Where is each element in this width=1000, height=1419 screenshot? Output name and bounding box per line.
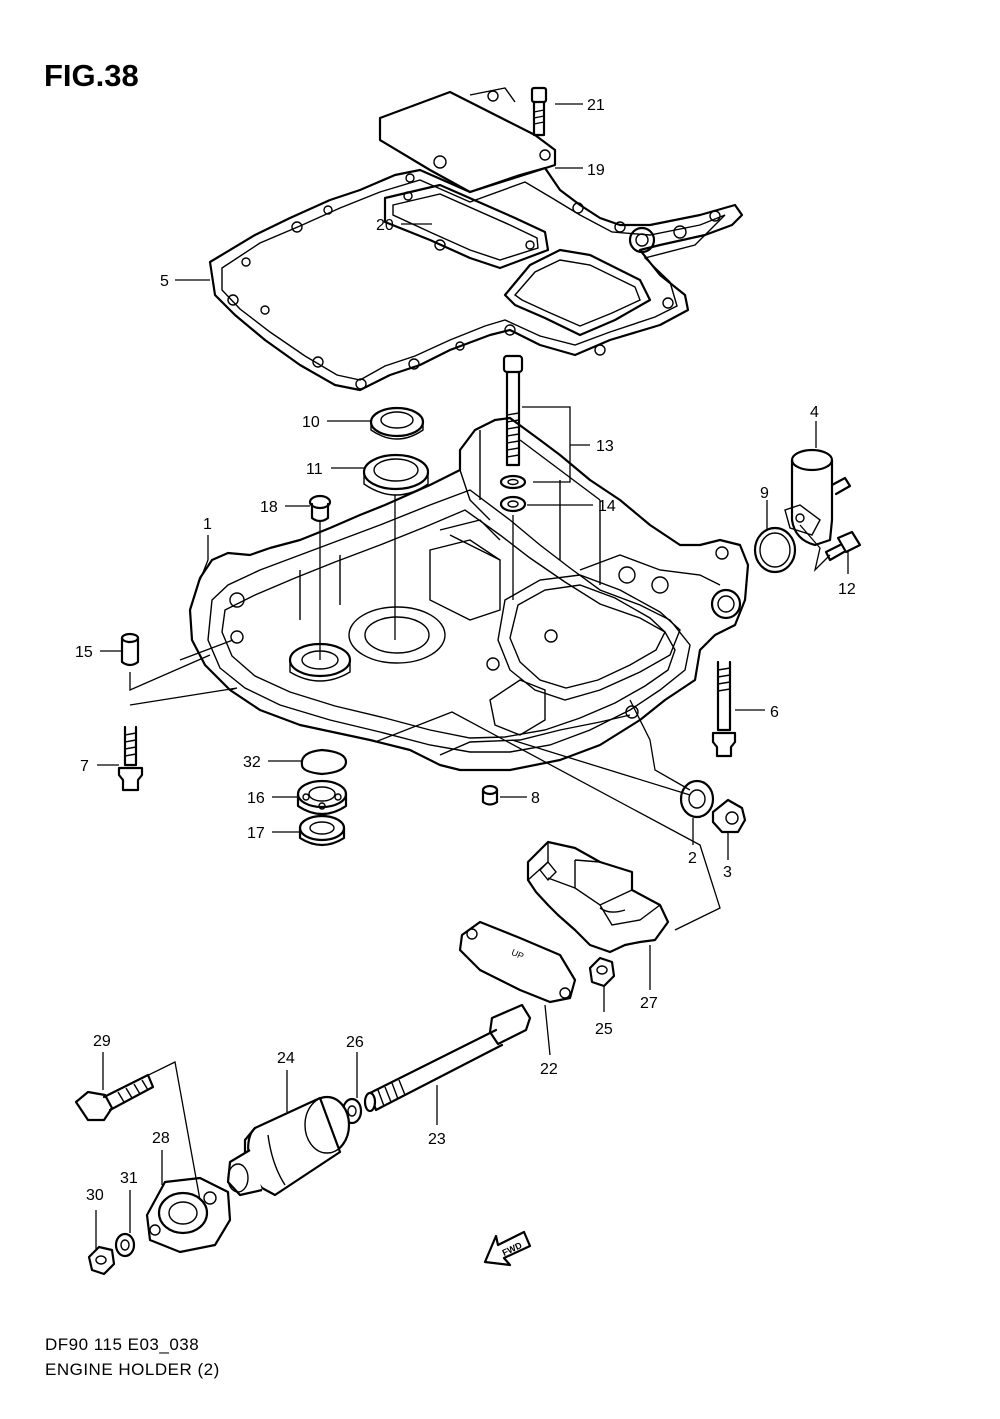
part-27-mount-bracket: [526, 840, 670, 954]
callout-14: 14: [598, 498, 616, 515]
callout-30: 30: [86, 1187, 104, 1204]
part-21-bolt: [530, 86, 548, 137]
part-17-seal: [298, 814, 346, 847]
part-22-gasket: [458, 920, 577, 1004]
part-28-mount-plate: [145, 1176, 232, 1254]
callout-11: 11: [306, 461, 323, 478]
callout-18: 18: [260, 499, 278, 516]
figure-title: FIG.38: [44, 58, 139, 93]
part-32-circlip: [300, 748, 348, 776]
part-11-oil-seal: [362, 453, 430, 496]
callout-13: 13: [596, 438, 614, 455]
callout-22: 22: [540, 1061, 558, 1078]
callout-19: 19: [587, 162, 605, 179]
callout-32: 32: [243, 754, 261, 771]
part-30-nut: [87, 1245, 116, 1276]
callout-10: 10: [302, 414, 320, 431]
part-9-o-ring: [753, 526, 797, 574]
part-19-cover-plate: [378, 87, 557, 194]
part-5-gasket: [208, 166, 744, 392]
callout-5: 5: [160, 273, 169, 290]
fwd-arrow-icon: FWD: [483, 1230, 532, 1267]
callout-28: 28: [152, 1130, 170, 1147]
part-6-bolt: [711, 660, 737, 758]
part-12-bolt: [824, 530, 862, 562]
part-25-nut: [588, 956, 616, 988]
part-3-drain-plug: [711, 798, 747, 834]
callout-24: 24: [277, 1050, 295, 1067]
part-31-washer: [114, 1232, 136, 1258]
callout-12: 12: [838, 581, 856, 598]
callout-31: 31: [120, 1170, 138, 1187]
part-23-long-bolt: [363, 1003, 532, 1113]
callout-2: 2: [688, 850, 697, 867]
figure-caption: ENGINE HOLDER (2): [45, 1360, 220, 1379]
callout-16: 16: [247, 790, 265, 807]
callout-4: 4: [810, 404, 819, 421]
part-4-water-pipe: [784, 448, 852, 547]
callout-9: 9: [760, 485, 769, 502]
part-24-rubber-mount: [226, 1095, 351, 1197]
callout-29: 29: [93, 1033, 111, 1050]
callout-17: 17: [247, 825, 265, 842]
callout-20: 20: [376, 217, 394, 234]
part-8-pin: [481, 784, 499, 806]
part-16-bearing: [296, 779, 348, 816]
callout-6: 6: [770, 704, 779, 721]
part-13-bolt: [499, 354, 527, 490]
leader-lines: [95, 103, 849, 1250]
part-20-inner-gasket: [383, 183, 652, 337]
callout-27: 27: [640, 995, 658, 1012]
callout-3: 3: [723, 864, 732, 881]
callout-21: 21: [587, 97, 605, 114]
callout-25: 25: [595, 1021, 613, 1038]
callout-26: 26: [346, 1034, 364, 1051]
part-18-plug: [308, 494, 332, 523]
callout-23: 23: [428, 1131, 446, 1148]
part-10-oil-seal: [369, 406, 425, 440]
gasket-up-stamp: UP: [510, 947, 526, 961]
part-15-dowel-pin: [120, 632, 140, 667]
part-2-washer: [679, 779, 715, 819]
model-code: DF90 115 E03_038: [45, 1335, 200, 1354]
callout-8: 8: [531, 790, 540, 807]
part-29-bolt: [74, 1073, 155, 1122]
part-14-washer: [499, 495, 527, 513]
callout-1: 1: [203, 516, 212, 533]
callout-7: 7: [80, 758, 89, 775]
part-7-bolt: [117, 725, 144, 792]
part-1-engine-holder: [188, 416, 750, 772]
callout-15: 15: [75, 644, 93, 661]
callout-labels: 1 2 3 4 5 6 7 8 9 10 11 12 13 14 15 16 1…: [75, 97, 856, 1204]
